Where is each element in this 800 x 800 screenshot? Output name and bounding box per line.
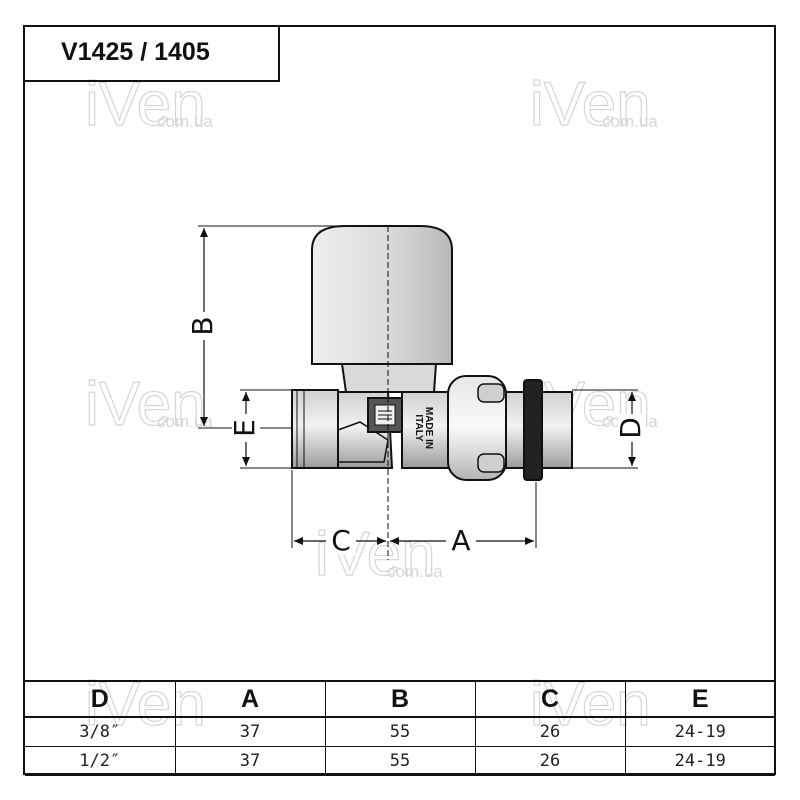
column-header-b: B — [324, 680, 475, 718]
watermark-domain: com.ua — [602, 112, 658, 131]
dimension-b: B — [186, 228, 219, 426]
valve-illustration — [291, 225, 573, 481]
dimension-label-b: B — [186, 316, 219, 335]
table-cell: 26 — [474, 717, 625, 747]
table-cell: 55 — [324, 717, 475, 747]
column-header-c: C — [474, 680, 625, 718]
dimension-label-c: C — [331, 524, 351, 557]
dimension-d: D — [614, 392, 647, 466]
tailpiece-ring — [523, 379, 543, 481]
inlet-thread — [291, 389, 339, 469]
watermark-domain: com.ua — [157, 412, 213, 431]
watermark-brand: iVen — [530, 70, 651, 139]
table-cell: 26 — [474, 746, 625, 776]
dimension-a: A — [390, 524, 534, 557]
dimension-label-d: D — [614, 417, 647, 439]
column-header-e: E — [624, 680, 775, 718]
dimension-c: C — [294, 524, 386, 557]
table-cell: 55 — [324, 746, 475, 776]
table-row: 3/8″ 37 55 26 24-19 — [25, 717, 775, 747]
watermark-brand: iVen — [85, 370, 206, 439]
dimension-label-e: E — [228, 419, 261, 437]
column-header-d: D — [25, 680, 175, 718]
model-title: V1425 / 1405 — [23, 25, 280, 82]
valve-cap — [311, 225, 453, 365]
table-cell: 37 — [174, 717, 325, 747]
watermark-domain: com.ua — [387, 562, 443, 581]
watermark-domain: com.ua — [157, 112, 213, 131]
table-row: 1/2″ 37 55 26 24-19 — [25, 746, 775, 776]
valve-shoulder — [401, 391, 451, 469]
column-header-a: A — [174, 680, 325, 718]
inscription-line-2: ITALY — [413, 414, 424, 442]
dimension-label-a: A — [451, 524, 470, 557]
outlet-thread — [541, 391, 573, 469]
valve-neck — [340, 363, 438, 393]
table-cell: 1/2″ — [25, 746, 175, 776]
table-cell: 24-19 — [624, 746, 775, 776]
table-cell: 3/8″ — [25, 717, 175, 747]
dimensions-table: D A B C E 3/8″ 37 55 26 24-19 1/2″ 37 55… — [25, 680, 775, 776]
table-cell: 24-19 — [624, 717, 775, 747]
inscription-line-1: MADE IN — [423, 407, 434, 449]
table-header-row: D A B C E — [25, 680, 775, 718]
table-cell: 37 — [174, 746, 325, 776]
dimension-e: E — [228, 392, 261, 466]
